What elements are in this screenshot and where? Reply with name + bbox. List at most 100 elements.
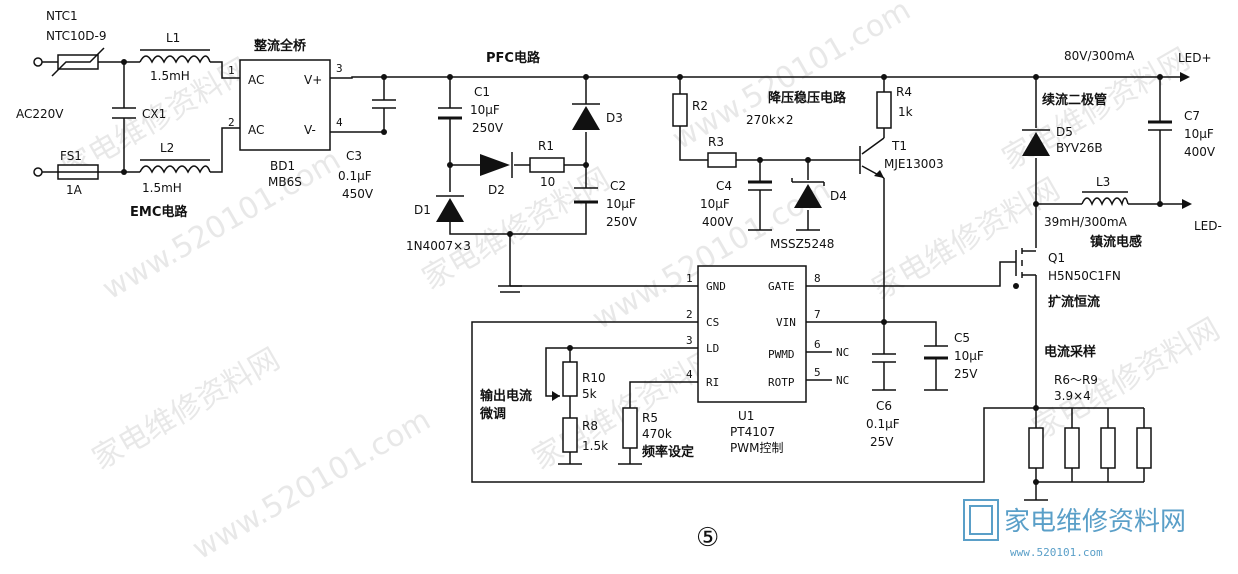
bd1-label: BD1 xyxy=(270,159,295,173)
r5-value-label: 470k xyxy=(642,427,672,441)
ac-input-terminal-top xyxy=(33,57,43,67)
r4-label: R4 xyxy=(896,85,912,99)
t1-part-label: MJE13003 xyxy=(884,157,944,171)
d4-label: D4 xyxy=(830,189,847,203)
d1-part-label: 1N4007×3 xyxy=(406,239,471,253)
d2-diode xyxy=(480,152,513,178)
c2-value-label: 10μF xyxy=(606,197,636,211)
site-logo-text: 家电维修资料网 xyxy=(1004,507,1186,537)
ballast-inductor-label: 镇流电感 xyxy=(1090,234,1142,250)
constant-current-label: 扩流恒流 xyxy=(1048,294,1100,310)
c2-capacitor xyxy=(574,187,598,204)
ntc1-part-label: NTC10D-9 xyxy=(46,29,106,43)
c1-capacitor xyxy=(438,107,462,120)
r6-r9-label: R6～R9 xyxy=(1054,373,1098,387)
fs1-label: FS1 xyxy=(60,149,82,163)
t1-label: T1 xyxy=(891,139,907,153)
c1-label: C1 xyxy=(474,85,490,99)
l3-value-label: 39mH/300mA xyxy=(1044,215,1128,229)
watermark-url: www.520101.com xyxy=(187,402,437,567)
c3-voltage-label: 450V xyxy=(342,187,374,201)
current-adjust-label-line2: 微调 xyxy=(479,406,506,422)
led-plus-arrow xyxy=(1180,72,1190,82)
u1-pin-ri: RI xyxy=(706,376,719,389)
c3-value-label: 0.1μF xyxy=(338,169,372,183)
l1-value-label: 1.5mH xyxy=(150,69,190,83)
led-minus-label: LED- xyxy=(1194,219,1222,233)
led-plus-label: LED+ xyxy=(1178,51,1212,65)
r2-resistor xyxy=(672,93,688,127)
c2-voltage-label: 250V xyxy=(606,215,638,229)
r10-potentiometer xyxy=(552,361,578,401)
l1-label: L1 xyxy=(166,31,180,45)
r4-resistor xyxy=(876,91,892,129)
r3-label: R3 xyxy=(708,135,724,149)
ntc1-thermistor xyxy=(51,47,105,77)
d3-label: D3 xyxy=(606,111,623,125)
c5-label: C5 xyxy=(954,331,970,345)
u1-function-label: PWM控制 xyxy=(730,441,783,455)
u1-pin-6-number: 6 xyxy=(814,338,821,351)
r1-resistor xyxy=(529,157,565,173)
u1-pin-rotp: ROTP xyxy=(768,376,795,389)
bd1-ac-label-b: AC xyxy=(248,123,264,137)
c7-label: C7 xyxy=(1184,109,1200,123)
l2-inductor xyxy=(139,159,211,174)
r10-value-label: 5k xyxy=(582,387,597,401)
r8-resistor xyxy=(562,417,578,453)
cx1-label: CX1 xyxy=(142,107,166,121)
u1-pin-7-number: 7 xyxy=(814,308,821,321)
c5-value-label: 10μF xyxy=(954,349,984,363)
figure-number: ⑤ xyxy=(696,523,719,553)
u1-pin-3-number: 3 xyxy=(686,334,693,347)
cx1-capacitor xyxy=(112,107,136,119)
u1-pin-labels: 1 GND 8 GATE 2 CS 7 VIN 3 LD 6 PWMD NC 4… xyxy=(686,272,849,389)
c4-capacitor xyxy=(748,180,772,191)
u1-pin-6-nc: NC xyxy=(836,346,849,359)
buck-section-label: 降压稳压电路 xyxy=(768,90,847,106)
r6-r9-resistors xyxy=(1028,427,1152,469)
l3-label: L3 xyxy=(1096,175,1110,189)
u1-pin-gate: GATE xyxy=(768,280,795,293)
d5-part-label: BYV26B xyxy=(1056,141,1103,155)
q1-label: Q1 xyxy=(1048,251,1065,265)
c4-voltage-label: 400V xyxy=(702,215,734,229)
bd1-bridge xyxy=(239,59,331,151)
watermark-url: www.520101.com xyxy=(667,0,917,157)
c4-label: C4 xyxy=(716,179,732,193)
bd1-pin-3: 3 xyxy=(336,62,343,75)
d2-label: D2 xyxy=(488,183,505,197)
c6-label: C6 xyxy=(876,399,892,413)
r5-resistor xyxy=(622,407,638,449)
r1-label: R1 xyxy=(538,139,554,153)
junctions xyxy=(121,59,1163,485)
l3-inductor xyxy=(1081,191,1129,207)
freewheel-diode-label: 续流二极管 xyxy=(1042,92,1107,108)
d4-part-label: MSSZ5248 xyxy=(770,237,834,251)
fs1-fuse xyxy=(57,164,99,180)
d5-diode xyxy=(1022,129,1050,156)
watermark-text: 家电维修资料网 xyxy=(87,342,286,477)
frequency-set-label: 频率设定 xyxy=(642,444,694,460)
output-rating-label: 80V/300mA xyxy=(1064,49,1135,63)
c5-voltage-label: 25V xyxy=(954,367,978,381)
c7-value-label: 10μF xyxy=(1184,127,1214,141)
current-adjust-label-line1: 输出电流 xyxy=(480,388,532,404)
pfc-section-label: PFC电路 xyxy=(486,50,541,66)
led-minus-arrow xyxy=(1182,199,1192,209)
c7-voltage-label: 400V xyxy=(1184,145,1216,159)
u1-pin-cs: CS xyxy=(706,316,719,329)
u1-part-label: PT4107 xyxy=(730,425,775,439)
d1-diode xyxy=(436,195,464,222)
c5-capacitor xyxy=(924,345,948,360)
r2-label: R2 xyxy=(692,99,708,113)
ntc1-label: NTC1 xyxy=(46,9,78,23)
bd1-ac-label-a: AC xyxy=(248,73,264,87)
u1-pin-pwmd: PWMD xyxy=(768,348,795,361)
l1-inductor xyxy=(139,49,211,64)
bd1-pin-2: 2 xyxy=(228,116,235,129)
c1-voltage-label: 250V xyxy=(472,121,504,135)
u1-pin-vin: VIN xyxy=(776,316,796,329)
c6-voltage-label: 25V xyxy=(870,435,894,449)
